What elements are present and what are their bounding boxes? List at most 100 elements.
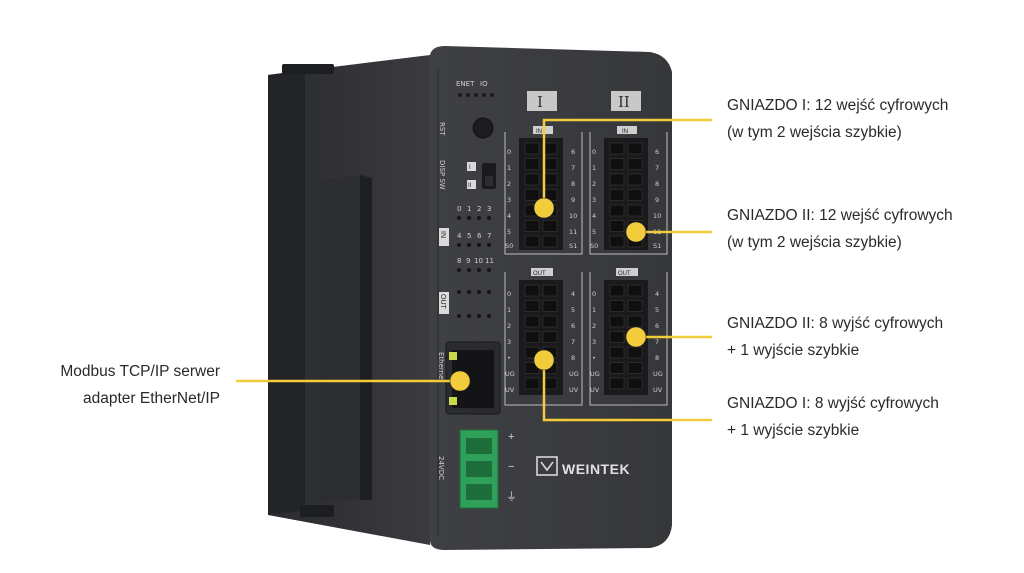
disp-sw-label: DISP SW bbox=[438, 160, 446, 190]
s2-out-left-3: 3 bbox=[592, 338, 596, 346]
s2-in-right-3: 9 bbox=[655, 196, 659, 204]
s2-in-right-1: 7 bbox=[655, 164, 659, 172]
power-label: 24VDC bbox=[437, 456, 445, 480]
led-num-4: 4 bbox=[457, 232, 462, 240]
s2-out-right-4: 8 bbox=[655, 354, 659, 362]
connector-pin bbox=[609, 142, 625, 155]
s1-in-left-2: 2 bbox=[507, 180, 511, 188]
callout-dots bbox=[449, 197, 647, 392]
connector-pin bbox=[609, 362, 625, 374]
s2-in-left-2: 2 bbox=[592, 180, 596, 188]
led-num-10: 10 bbox=[474, 257, 483, 265]
connector-pin bbox=[609, 284, 625, 297]
connector-pin bbox=[609, 235, 625, 248]
connector-pin bbox=[609, 189, 625, 201]
s2-in-left-3: 3 bbox=[592, 196, 596, 204]
s1-out-left-1: 1 bbox=[507, 306, 511, 314]
callout-slot2-outputs: GNIAZDO II: 8 wyjść cyfrowych + 1 wyjści… bbox=[727, 310, 943, 364]
callout-line-4 bbox=[542, 360, 712, 422]
led-num-11: 11 bbox=[485, 257, 494, 265]
connector-pin bbox=[609, 315, 625, 328]
s1-out-right-0: 4 bbox=[571, 290, 575, 298]
brand-name: WEINTEK bbox=[562, 461, 630, 477]
s1-in-left-3: 3 bbox=[507, 196, 511, 204]
callout-dot-left bbox=[449, 370, 471, 392]
connector-pin bbox=[627, 173, 643, 186]
s2-out-left-2: 2 bbox=[592, 322, 596, 330]
slot-2-in-tag-text: IN bbox=[622, 129, 628, 135]
s2-in-left-0: 0 bbox=[592, 148, 596, 156]
s2-out-left-1: 1 bbox=[592, 306, 596, 314]
callout-slot1-inputs-line2: (w tym 2 wejścia szybkie) bbox=[727, 124, 902, 141]
out-side-label: OUT bbox=[439, 294, 446, 310]
power-terminal-block[interactable] bbox=[459, 429, 499, 509]
status-leds-top bbox=[458, 93, 494, 97]
in-side-label: IN bbox=[439, 231, 446, 238]
s2-out-right-1: 5 bbox=[655, 306, 659, 314]
callout-lines bbox=[236, 118, 712, 422]
reset-button[interactable] bbox=[472, 117, 494, 139]
connector-pin bbox=[524, 220, 540, 232]
s2-in-left-1: 1 bbox=[592, 164, 596, 172]
led-num-1: 1 bbox=[467, 205, 471, 213]
callout-slot2-inputs: GNIAZDO II: 12 wejść cyfrowych (w tym 2 … bbox=[727, 202, 953, 256]
s1-in-right-3: 9 bbox=[571, 196, 575, 204]
s2-out-right-0: 4 bbox=[655, 290, 659, 298]
connector-pin bbox=[627, 300, 643, 312]
callout-slot2-inputs-line2: (w tym 2 wejścia szybkie) bbox=[727, 234, 902, 251]
connector-pin bbox=[609, 346, 625, 359]
s1-out-right-4: 8 bbox=[571, 354, 575, 362]
device-side-panel bbox=[268, 55, 430, 545]
slot-1-out-tag-text: OUT bbox=[533, 271, 546, 277]
ethernet-label: Ethernet bbox=[437, 352, 445, 382]
connector-pin bbox=[542, 284, 558, 297]
s1-out-right-5: UG bbox=[569, 370, 579, 378]
slot-2-in-tag bbox=[617, 126, 637, 134]
slot-2-out-frame bbox=[589, 272, 668, 406]
connector-pin bbox=[609, 331, 625, 343]
slot-1-in-frame bbox=[504, 132, 583, 255]
connector-pin bbox=[609, 158, 625, 170]
slot-1-title: I bbox=[537, 93, 543, 111]
connector-pin bbox=[542, 300, 558, 312]
callout-dot-1 bbox=[533, 197, 555, 219]
connector-pin bbox=[524, 189, 540, 201]
in-label-box bbox=[439, 228, 449, 246]
rst-label: RST bbox=[438, 122, 446, 136]
connector-pin bbox=[542, 220, 558, 232]
display-switch[interactable]: I II bbox=[467, 162, 496, 189]
s2-in-right-2: 8 bbox=[655, 180, 659, 188]
slot-2-out-tag bbox=[616, 268, 638, 276]
s1-out-right-3: 7 bbox=[571, 338, 575, 346]
callout-dot-2 bbox=[625, 221, 647, 243]
weintek-logo: WEINTEK bbox=[536, 456, 630, 477]
s1-in-right-4: 10 bbox=[569, 212, 577, 220]
switch-pos-2-label: II bbox=[468, 183, 472, 189]
s2-out-right-6: UV bbox=[653, 386, 663, 394]
callout-ethernet: Modbus TCP/IP serwer adapter EtherNet/IP bbox=[60, 358, 220, 412]
led-num-8: 8 bbox=[457, 257, 461, 265]
connector-pin bbox=[542, 315, 558, 328]
s1-out-right-6: UV bbox=[569, 386, 579, 394]
connector-pin bbox=[542, 235, 558, 248]
out-label-box bbox=[439, 292, 449, 314]
s2-in-right-0: 6 bbox=[655, 148, 659, 156]
led-num-2: 2 bbox=[477, 205, 481, 213]
s1-out-right-1: 5 bbox=[571, 306, 575, 314]
s2-out-right-2: 6 bbox=[655, 322, 659, 330]
callout-line-1 bbox=[542, 118, 712, 208]
led-num-5: 5 bbox=[467, 232, 471, 240]
s2-in-left-4: 4 bbox=[592, 212, 596, 220]
s1-out-right-2: 6 bbox=[571, 322, 575, 330]
s2-out-right-3: 7 bbox=[655, 338, 659, 346]
input-status-leds bbox=[457, 216, 491, 318]
slot-1-title-box bbox=[527, 91, 557, 111]
connector-pin bbox=[627, 189, 643, 201]
s1-in-right-6: S1 bbox=[569, 242, 577, 250]
s1-in-left-4: 4 bbox=[507, 212, 511, 220]
s1-in-left-1: 1 bbox=[507, 164, 511, 172]
connector-pin bbox=[524, 377, 540, 390]
s2-out-left-5: UG bbox=[590, 370, 600, 378]
power-ground-label: ⏚ bbox=[506, 490, 517, 503]
